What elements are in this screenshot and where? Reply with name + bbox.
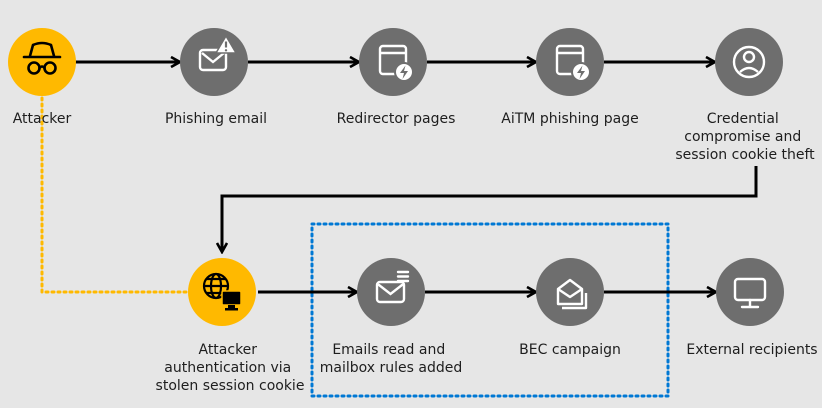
label-attacker-auth: Attacker authentication via stolen sessi… bbox=[156, 342, 305, 394]
monitor-icon bbox=[733, 277, 767, 309]
user-circle-icon bbox=[732, 45, 766, 79]
spy-icon bbox=[22, 41, 62, 75]
node-emails-read bbox=[357, 258, 425, 326]
browser-lightning-icon bbox=[378, 44, 414, 82]
node-phishing-email bbox=[180, 28, 248, 96]
label-attacker: Attacker bbox=[13, 111, 72, 127]
label-bec-campaign: BEC campaign bbox=[519, 342, 621, 358]
mail-list-icon bbox=[375, 270, 410, 304]
open-mail-stack-icon bbox=[556, 278, 588, 310]
label-credential: Credential compromise and session cookie… bbox=[675, 111, 815, 163]
node-aitm-page bbox=[536, 28, 604, 96]
node-attacker bbox=[8, 28, 76, 96]
node-attacker-authentication bbox=[188, 258, 256, 326]
label-aitm-page: AiTM phishing page bbox=[501, 111, 638, 127]
label-emails-read: Emails read and mailbox rules added bbox=[320, 342, 462, 376]
mail-warning-icon bbox=[198, 34, 238, 72]
node-redirector-pages bbox=[359, 28, 427, 96]
attacker-link-dotted bbox=[40, 90, 192, 294]
label-external-recipients: External recipients bbox=[686, 342, 817, 358]
arrow-credential-to-attacker-auth bbox=[222, 166, 758, 252]
label-redirector-pages: Redirector pages bbox=[337, 111, 456, 127]
node-bec-campaign bbox=[536, 258, 604, 326]
node-credential-compromise bbox=[715, 28, 783, 96]
globe-computer-icon bbox=[202, 272, 242, 311]
node-external-recipients bbox=[716, 258, 784, 326]
browser-lightning-icon bbox=[555, 44, 591, 82]
label-phishing-email: Phishing email bbox=[165, 111, 267, 127]
